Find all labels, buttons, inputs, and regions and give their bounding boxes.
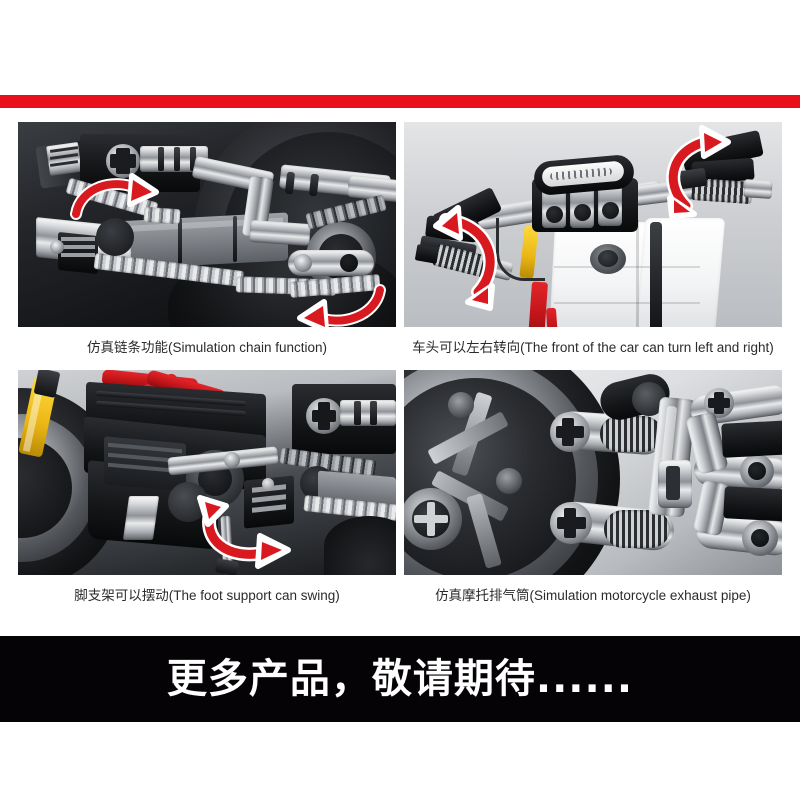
bottom-banner-text: 更多产品，敬请期待...... bbox=[166, 656, 634, 702]
feature-cell-chain: 仿真链条功能(Simulation chain function) bbox=[18, 122, 396, 370]
feature-caption-chain: 仿真链条功能(Simulation chain function) bbox=[86, 340, 328, 355]
feature-cell-steering: 车头可以左右转向(The front of the car can turn l… bbox=[404, 122, 782, 370]
foot-support-photo bbox=[18, 369, 396, 575]
bottom-banner: 更多产品，敬请期待...... bbox=[0, 636, 800, 722]
rotation-arrow-icon bbox=[433, 205, 498, 311]
swing-arrow-icon bbox=[197, 494, 291, 569]
exhaust-pipe-photo bbox=[404, 369, 782, 575]
simulation-chain-photo bbox=[18, 122, 396, 327]
feature-caption-kickstand: 脚支架可以摆动(The foot support can swing) bbox=[74, 587, 340, 603]
feature-grid: 仿真链条功能(Simulation chain function) bbox=[18, 122, 782, 617]
front-steering-photo bbox=[404, 122, 782, 327]
rotation-arrow-icon bbox=[70, 173, 159, 220]
rotation-arrow-icon bbox=[297, 284, 386, 327]
feature-caption-steering: 车头可以左右转向(The front of the car can turn l… bbox=[412, 340, 774, 355]
feature-cell-kickstand: 脚支架可以摆动(The foot support can swing) bbox=[18, 369, 396, 618]
rotation-arrow-icon bbox=[666, 125, 731, 219]
feature-caption-exhaust: 仿真摩托排气筒(Simulation motorcycle exhaust pi… bbox=[435, 587, 751, 603]
red-divider-bar bbox=[0, 95, 800, 108]
feature-cell-exhaust: 仿真摩托排气筒(Simulation motorcycle exhaust pi… bbox=[404, 369, 782, 618]
